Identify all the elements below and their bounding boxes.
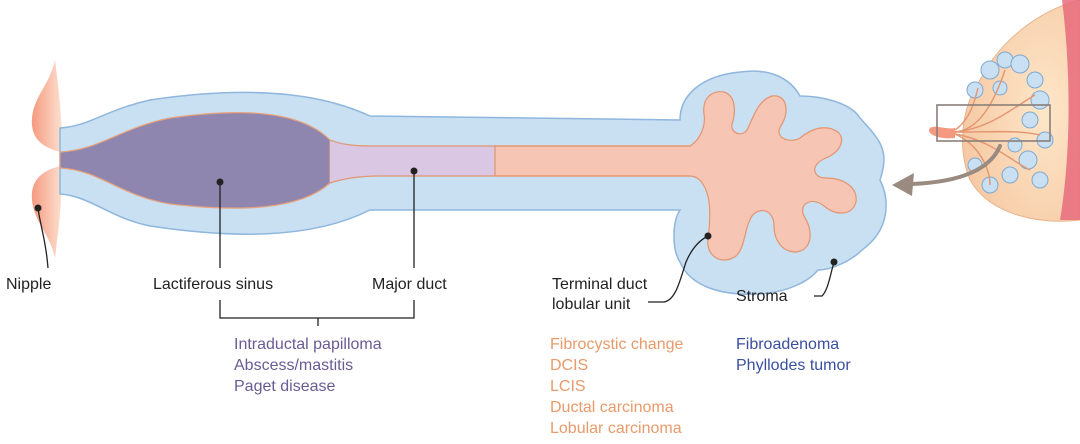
tdlu-condition-item: Fibrocystic change xyxy=(550,334,683,355)
nipple-dot xyxy=(35,205,42,212)
major-duct-label: Major duct xyxy=(372,275,447,295)
duct-conditions-list: Intraductal papilloma Abscess/mastitis P… xyxy=(234,334,382,397)
lactiferous-sinus-dot xyxy=(217,179,224,186)
nipple-label: Nipple xyxy=(6,275,51,295)
duct-condition-item: Intraductal papilloma xyxy=(234,334,382,355)
stroma-dot xyxy=(831,259,838,266)
duct-condition-item: Abscess/mastitis xyxy=(234,355,382,376)
nipple-shape xyxy=(32,60,62,258)
duct-condition-item: Paget disease xyxy=(234,376,382,397)
tdlu-conditions-list: Fibrocystic change DCIS LCIS Ductal carc… xyxy=(550,334,683,439)
major-duct-dot xyxy=(411,168,418,175)
terminal-duct-label-line2: lobular unit xyxy=(552,295,630,315)
lactiferous-sinus-label: Lactiferous sinus xyxy=(153,275,273,295)
stroma-label: Stroma xyxy=(736,287,788,307)
tdlu-condition-item: Lobular carcinoma xyxy=(550,418,683,439)
terminal-duct-label-line1: Terminal duct xyxy=(552,275,647,295)
tdlu-condition-item: LCIS xyxy=(550,376,683,397)
stroma-condition-item: Phyllodes tumor xyxy=(736,355,851,376)
tdlu-condition-item: DCIS xyxy=(550,355,683,376)
stroma-conditions-list: Fibroadenoma Phyllodes tumor xyxy=(736,334,851,376)
stroma-condition-item: Fibroadenoma xyxy=(736,334,851,355)
tdlu-dot xyxy=(705,233,712,240)
tdlu-condition-item: Ductal carcinoma xyxy=(550,397,683,418)
breast-illustration xyxy=(929,0,1080,221)
